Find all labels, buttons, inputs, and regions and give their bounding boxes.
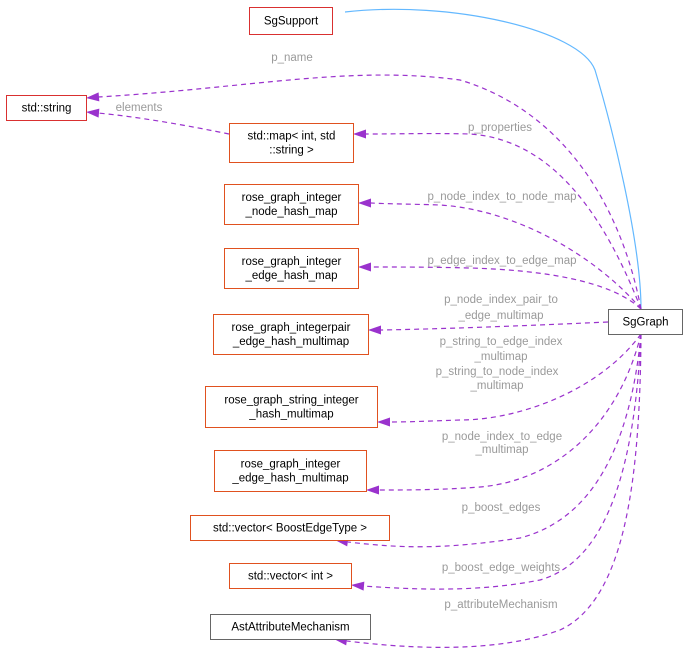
edge-label: p_node_index_to_edge xyxy=(442,431,562,443)
edge-line xyxy=(370,266,642,310)
node-vec-boostedge[interactable]: std::vector< BoostEdgeType > xyxy=(190,515,390,541)
node-label: std::vector< int > xyxy=(248,571,333,583)
usage-arrowhead xyxy=(86,108,100,118)
node-box xyxy=(190,515,390,541)
node-label: _node_hash_map xyxy=(244,206,337,218)
edge-p-name: p_name xyxy=(86,52,642,310)
edge-label: _multimap xyxy=(469,380,523,392)
edge-label: p_edge_index_to_edge_map xyxy=(428,255,577,267)
usage-arrowhead xyxy=(366,485,379,495)
edge-p-edge-index-to-edge-map: p_edge_index_to_edge_map xyxy=(358,255,642,310)
node-box xyxy=(249,7,333,35)
edge-label: _multimap xyxy=(473,351,527,363)
node-label: ::string > xyxy=(269,145,314,157)
node-rgi-node-hash-map[interactable]: rose_graph_integer _node_hash_map xyxy=(224,184,359,225)
node-box xyxy=(214,450,367,492)
node-astattr[interactable]: AstAttributeMechanism xyxy=(210,614,371,640)
edge-p-string-to-index-multimaps: p_string_to_edge_index _multimap p_string_… xyxy=(377,333,642,427)
node-box xyxy=(6,95,87,121)
node-vec-int[interactable]: std::vector< int > xyxy=(229,563,352,589)
edge-elements: elements xyxy=(86,102,230,135)
edge-line xyxy=(97,112,230,135)
edge-p-boost-edge-weights: p_boost_edge_weights xyxy=(351,333,642,591)
node-sggraph[interactable]: SgGraph xyxy=(608,309,683,335)
node-rgi-edge-hash-map[interactable]: rose_graph_integer _edge_hash_map xyxy=(224,248,359,289)
node-label: _edge_hash_multimap xyxy=(232,336,349,348)
node-box xyxy=(224,248,359,289)
edge-label: elements xyxy=(116,102,163,114)
edge-label: p_boost_edge_weights xyxy=(442,562,561,574)
edge-label: _multimap xyxy=(474,444,528,456)
node-rgip-edge-hash-multimap[interactable]: rose_graph_integerpair _edge_hash_multima… xyxy=(213,314,369,355)
node-sgsupport[interactable]: SgSupport xyxy=(249,7,333,35)
node-label: std::map< int, std xyxy=(248,131,336,143)
edge-line xyxy=(370,202,642,310)
node-label: std::string xyxy=(22,103,72,115)
node-box xyxy=(229,563,352,589)
edge-label: p_properties xyxy=(468,122,532,134)
node-box xyxy=(213,314,369,355)
edge-line xyxy=(97,74,642,310)
node-label: AstAttributeMechanism xyxy=(231,622,349,634)
edge-label: p_attributeMechanism xyxy=(444,599,557,611)
edge-p-node-index-to-node-map: p_node_index_to_node_map xyxy=(358,191,642,310)
node-box xyxy=(224,184,359,225)
node-label: _edge_hash_multimap xyxy=(231,473,348,485)
node-label: std::vector< BoostEdgeType > xyxy=(213,523,367,535)
node-label: _hash_multimap xyxy=(248,409,333,421)
inheritance-arrowhead xyxy=(332,7,346,17)
node-box xyxy=(210,614,371,640)
node-box xyxy=(608,309,683,335)
node-rgi-edge-hash-multimap[interactable]: rose_graph_integer _edge_hash_multimap xyxy=(214,450,367,492)
usage-arrowhead xyxy=(368,325,381,335)
node-label: SgGraph xyxy=(622,317,668,329)
edge-line xyxy=(344,8,642,310)
node-stdmap[interactable]: std::map< int, std::string > xyxy=(229,123,354,163)
usage-arrowhead xyxy=(377,417,390,427)
edge-label: p_string_to_node_index xyxy=(436,366,559,378)
edge-label: _edge_multimap xyxy=(457,310,543,322)
node-label: rose_graph_integer xyxy=(242,192,342,204)
node-label: rose_graph_integerpair xyxy=(232,322,351,334)
edge-label: p_node_index_to_node_map xyxy=(428,191,577,203)
usage-arrowhead xyxy=(86,92,100,102)
edge-p-node-index-to-edge-multimap: p_node_index_to_edge_multimap xyxy=(366,333,642,495)
node-stdstring[interactable]: std::string xyxy=(6,95,87,121)
edge-line xyxy=(346,333,642,648)
edges-layer: p_name elements p_properties p_node_index_t… xyxy=(86,7,642,648)
usage-arrowhead xyxy=(353,129,366,139)
usage-arrowhead xyxy=(358,262,371,272)
edge-p-node-index-pair-to-edge-multimap: p_node_index_pair_to _edge_multimap xyxy=(368,294,609,335)
edge-line xyxy=(347,333,642,548)
edge-line xyxy=(362,333,642,590)
edge-line xyxy=(380,321,609,331)
node-label: rose_graph_string_integer xyxy=(224,395,358,407)
edge-line xyxy=(365,132,642,310)
edge-label: p_node_index_pair_to xyxy=(444,294,558,306)
node-label: rose_graph_integer xyxy=(241,459,341,471)
edge-line xyxy=(389,333,642,423)
node-rgsi-hash-multimap[interactable]: rose_graph_string_integer _hash_multimap xyxy=(205,386,378,428)
node-label: SgSupport xyxy=(264,16,319,28)
edge-line xyxy=(378,333,642,491)
edge-label: p_string_to_edge_index xyxy=(440,336,563,348)
node-label: _edge_hash_map xyxy=(244,270,337,282)
edge-p-properties: p_properties xyxy=(353,122,642,310)
edge-label: p_name xyxy=(271,52,313,64)
node-box xyxy=(229,123,354,163)
usage-arrowhead xyxy=(351,581,365,591)
usage-arrowhead xyxy=(358,198,371,208)
node-label: rose_graph_integer xyxy=(242,256,342,268)
node-box xyxy=(205,386,378,428)
edge-label: p_boost_edges xyxy=(462,502,541,514)
edge-inherit-sgsupport xyxy=(332,7,642,310)
